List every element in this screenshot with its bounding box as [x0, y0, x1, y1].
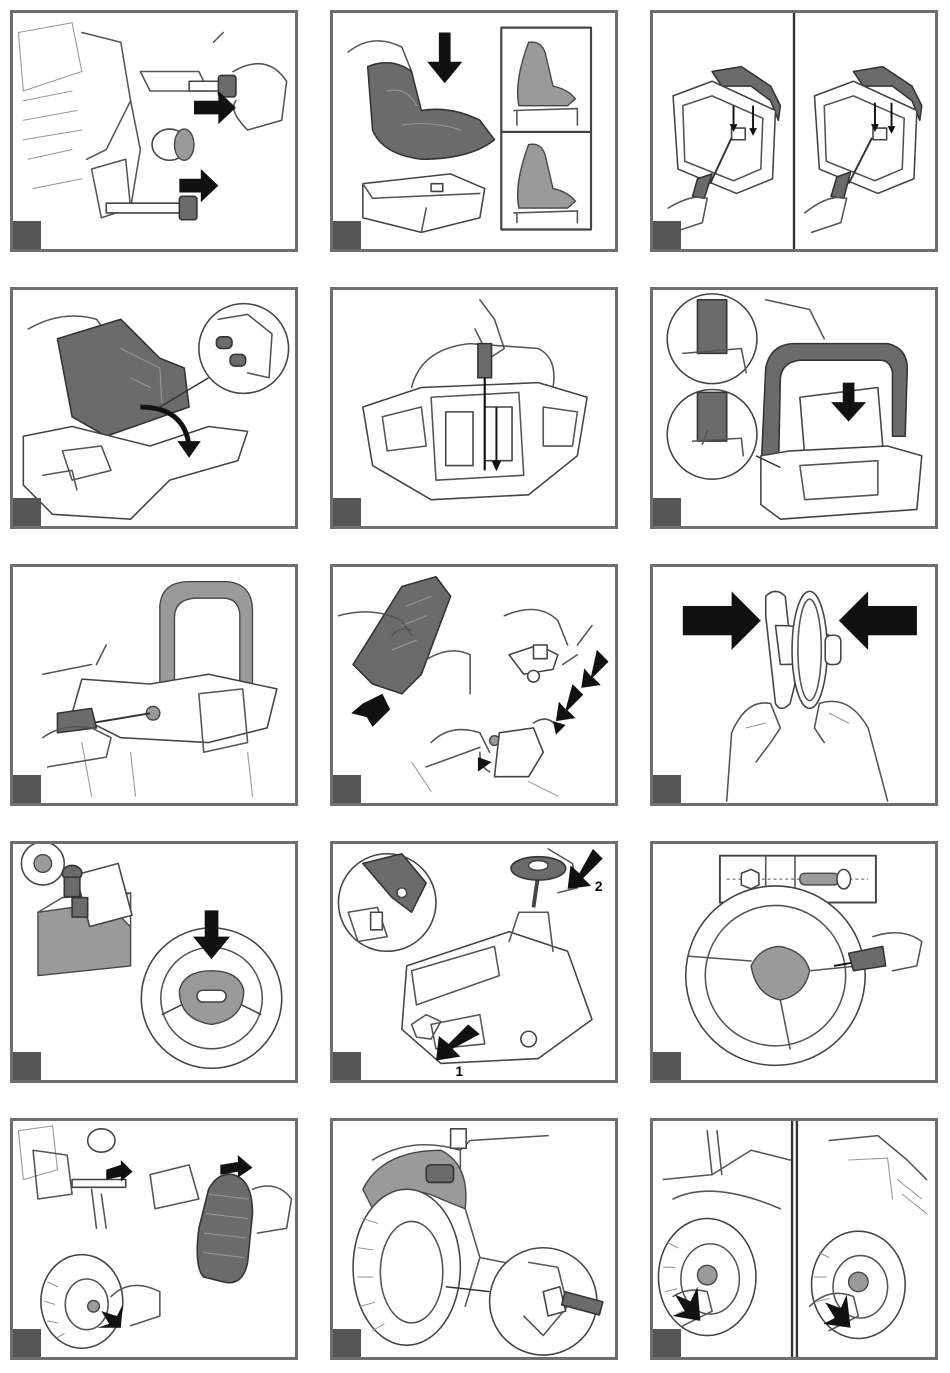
- step-tab: [13, 775, 41, 803]
- screwdriver-illustration: [333, 290, 615, 526]
- axle-wheel-illustration: [13, 1121, 295, 1357]
- step-tab: [333, 221, 361, 249]
- step-tab: [333, 1329, 361, 1357]
- seat-screw-illustration: [653, 13, 935, 249]
- step-panel-10: [10, 841, 298, 1083]
- seat-placement-illustration: [333, 13, 615, 249]
- step-panel-15: [650, 1118, 938, 1360]
- steering-column-illustration: 2 1: [333, 844, 615, 1080]
- step-panel-13: [10, 1118, 298, 1360]
- step-tab: [333, 498, 361, 526]
- handle-insert-illustration: [653, 290, 935, 526]
- step-tab: [333, 1052, 361, 1080]
- box-steering-cap-illustration: [13, 844, 295, 1080]
- front-wheel-illustration: [333, 1121, 615, 1357]
- step-label-1: 1: [455, 1064, 463, 1079]
- step-tab: [653, 1052, 681, 1080]
- step-tab: [653, 498, 681, 526]
- step-tab: [13, 221, 41, 249]
- step-panel-14: [330, 1118, 618, 1360]
- step-tab: [13, 1329, 41, 1357]
- step-tab: [13, 498, 41, 526]
- step-panel-11: 2 1: [330, 841, 618, 1083]
- step-tab: [653, 1329, 681, 1357]
- step-panel-9: [650, 564, 938, 806]
- steering-bolt-illustration: [653, 844, 935, 1080]
- step-tab: [653, 221, 681, 249]
- step-panel-8: [330, 564, 618, 806]
- wheel-caps-illustration: [653, 1121, 935, 1357]
- panel-removal-illustration: [333, 567, 615, 803]
- step-panel-5: [330, 287, 618, 529]
- handle-screw-illustration: [13, 567, 295, 803]
- step-panel-7: [10, 564, 298, 806]
- step-panel-12: [650, 841, 938, 1083]
- step-panel-1: [10, 10, 298, 252]
- pin-removal-illustration: [13, 13, 295, 249]
- step-tab: [13, 1052, 41, 1080]
- step-panel-3: [650, 10, 938, 252]
- step-tab: [333, 775, 361, 803]
- steering-join-illustration: [653, 567, 935, 803]
- step-tab: [653, 775, 681, 803]
- seat-attach-illustration: [13, 290, 295, 526]
- step-label-2: 2: [595, 879, 603, 894]
- step-panel-6: [650, 287, 938, 529]
- step-panel-4: [10, 287, 298, 529]
- step-panel-2: [330, 10, 618, 252]
